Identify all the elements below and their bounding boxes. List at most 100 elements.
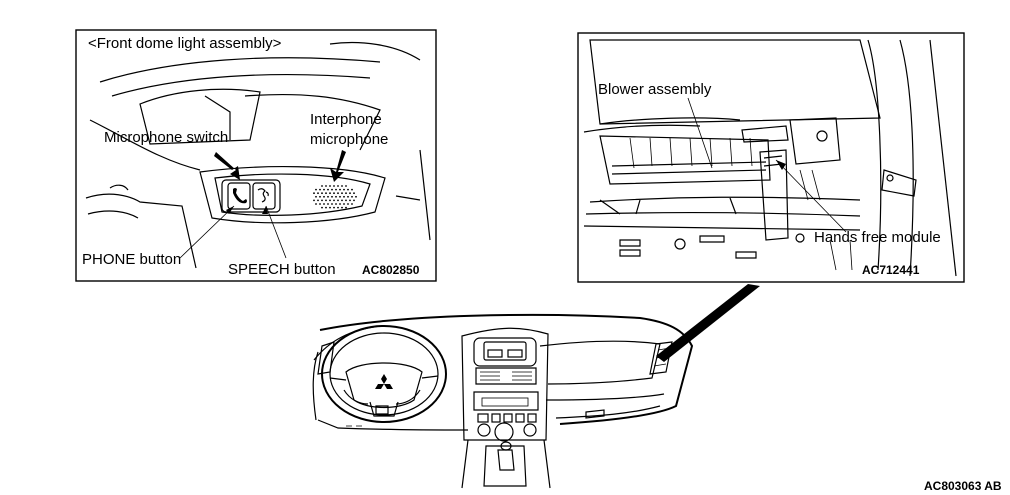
grille-dot (341, 185, 343, 187)
grille-dot (333, 192, 335, 195)
grille-dot (321, 185, 323, 187)
grille-dot (339, 188, 341, 191)
speech-button-leader (265, 205, 287, 259)
grille-dot (313, 192, 315, 195)
blower-assembly-leader (687, 97, 713, 169)
grille-dot (353, 192, 355, 195)
grille-dot (353, 199, 355, 202)
grille-dot (331, 195, 333, 198)
grille-dot (331, 203, 333, 205)
callout-wedge (656, 284, 760, 362)
grille-dot (329, 199, 331, 202)
interphone-microphone-grille (313, 185, 357, 209)
hands-free-module-body (759, 149, 789, 241)
grille-dot (329, 206, 331, 209)
microphone-switch-label: Microphone switch (104, 129, 228, 146)
grille-dot (341, 192, 343, 195)
grille-dot (339, 203, 341, 205)
grille-dot (321, 206, 323, 209)
microphone-switch-body (221, 179, 281, 213)
center-display (473, 337, 537, 367)
speech-button (252, 182, 276, 210)
blower-assembly-panel: Blower assembly Hands free module AC7124… (577, 32, 965, 283)
grille-dot (343, 195, 345, 198)
audio-panel (473, 391, 539, 411)
grille-dot (319, 188, 321, 191)
grille-dot (351, 188, 353, 191)
speech-button-label: SPEECH button (228, 261, 336, 278)
grille-dot (327, 203, 329, 205)
hands-free-module-leader (775, 159, 847, 233)
grille-dot (345, 199, 347, 202)
grille-dot (333, 199, 335, 202)
grille-dot (329, 192, 331, 195)
grille-dot (351, 195, 353, 198)
glove-box-handle (585, 409, 605, 419)
grille-dot (347, 195, 349, 198)
grille-dot (325, 185, 327, 187)
grille-dot (345, 192, 347, 195)
brand-logo-icon (375, 374, 393, 389)
grille-dot (335, 203, 337, 205)
grille-dot (345, 206, 347, 209)
blower-assembly-body (599, 135, 771, 185)
front-dome-light-panel: <Front dome light assembly> Microphone s… (75, 29, 437, 282)
grille-dot (317, 199, 319, 202)
grille-dot (343, 203, 345, 205)
shift-console (483, 445, 527, 487)
grille-dot (333, 206, 335, 209)
grille-dot (345, 185, 347, 187)
left-panel-code: AC802850 (362, 263, 420, 277)
grille-dot (327, 195, 329, 198)
grille-dot (329, 185, 331, 187)
phone-icon (233, 188, 247, 204)
grille-dot (337, 185, 339, 187)
grille-dot (331, 188, 333, 191)
grille-dot (315, 203, 317, 205)
center-vents (475, 367, 537, 385)
grille-dot (313, 199, 315, 202)
grille-dot (355, 195, 357, 198)
side-vent (649, 341, 673, 375)
grille-dot (343, 188, 345, 191)
dashboard-outline (319, 313, 694, 425)
grille-dot (327, 188, 329, 191)
grille-dot (321, 192, 323, 195)
grille-dot (341, 199, 343, 202)
grille-dot (337, 199, 339, 202)
grille-dot (319, 203, 321, 205)
grille-dot (325, 199, 327, 202)
grille-dot (339, 195, 341, 198)
phone-button-leader (179, 205, 235, 259)
right-panel-code: AC712441 (862, 263, 920, 277)
grille-dot (323, 203, 325, 205)
grille-dot (337, 206, 339, 209)
grille-dot (323, 195, 325, 198)
grille-dot (325, 192, 327, 195)
grille-dot (325, 206, 327, 209)
grille-dot (315, 188, 317, 191)
grille-dot (347, 188, 349, 191)
blower-assembly-label: Blower assembly (598, 81, 712, 98)
grille-dot (321, 199, 323, 202)
grille-dot (335, 188, 337, 191)
grille-dot (337, 192, 339, 195)
grille-dot (349, 192, 351, 195)
hands-free-module-label: Hands free module (814, 229, 941, 246)
interphone-label-line2: microphone (310, 131, 388, 148)
left-panel-frame (75, 29, 437, 282)
grille-dot (351, 203, 353, 205)
left-panel-title: <Front dome light assembly> (88, 35, 282, 52)
phone-button (227, 182, 251, 210)
grille-dot (319, 195, 321, 198)
dashboard-overview (312, 313, 694, 489)
speech-icon (257, 188, 269, 203)
interphone-microphone-arrow (330, 150, 346, 182)
grille-dot (349, 199, 351, 202)
grille-dot (315, 195, 317, 198)
phone-button-label: PHONE button (82, 251, 181, 268)
grille-dot (341, 206, 343, 209)
grille-dot (347, 203, 349, 205)
steering-wheel (321, 325, 447, 423)
